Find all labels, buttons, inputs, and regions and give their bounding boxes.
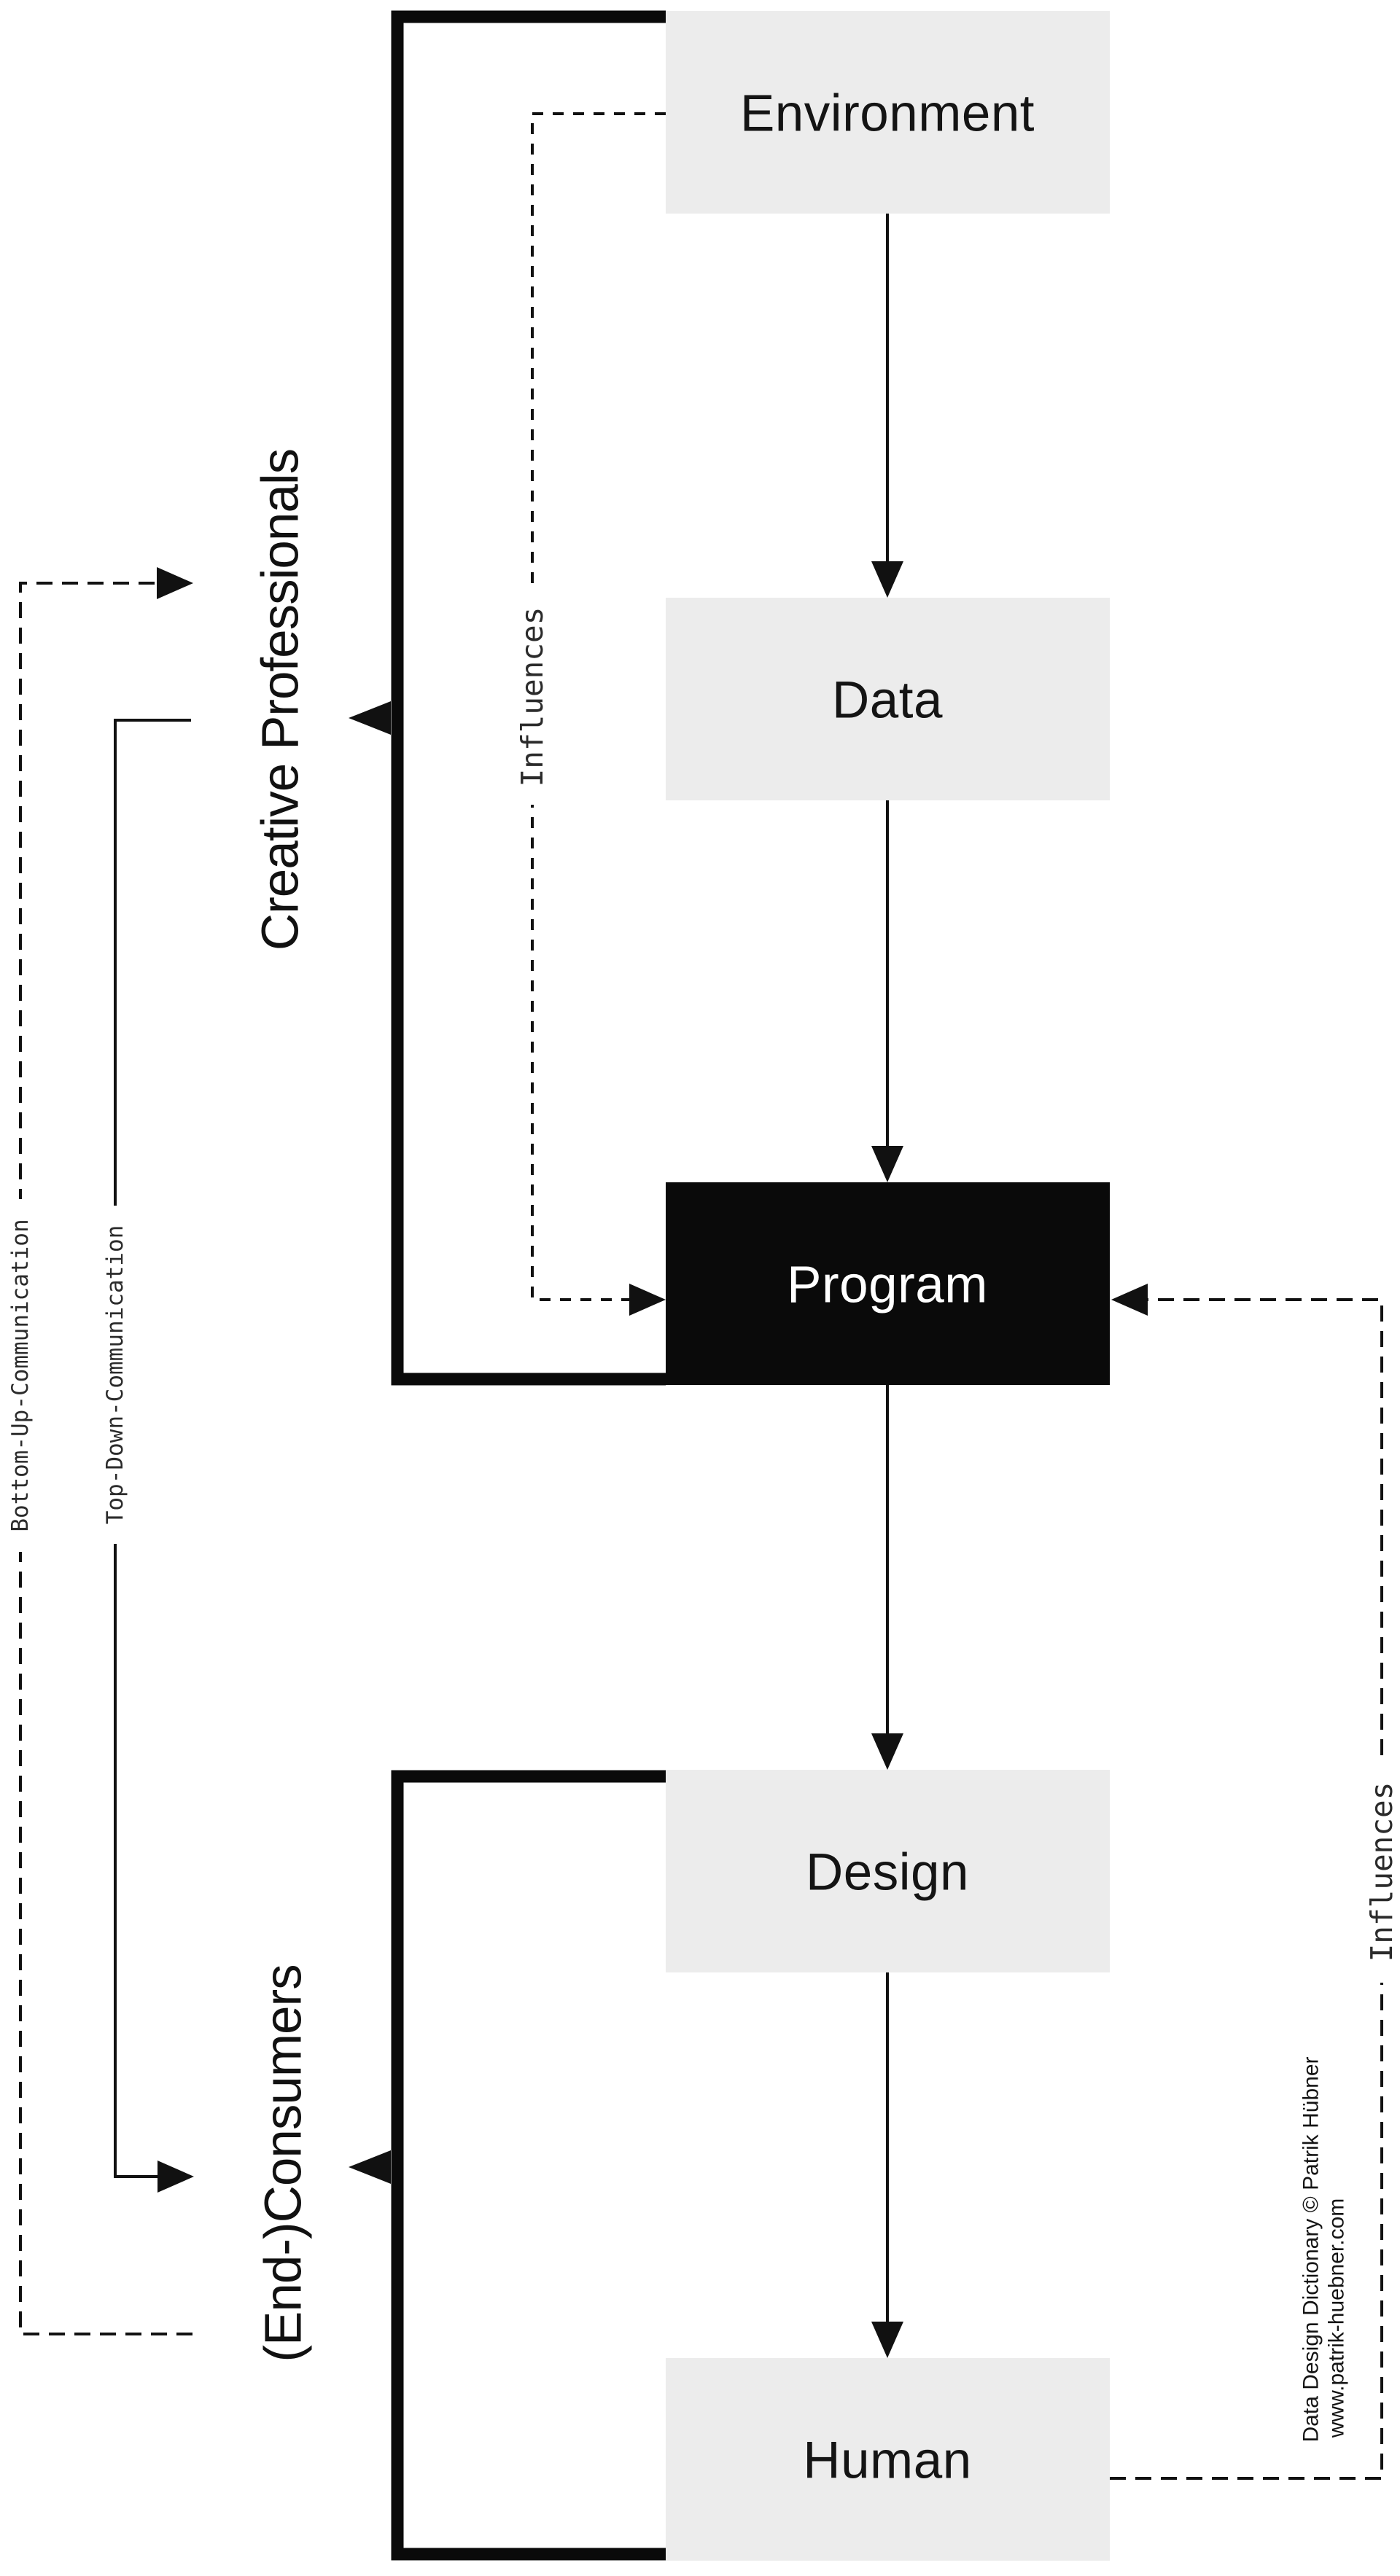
program-label: Program xyxy=(787,1257,988,1314)
bottom-up-communication-label: Bottom-Up-Communication xyxy=(7,1219,34,1531)
environment-label: Environment xyxy=(740,85,1035,143)
data-label: Data xyxy=(832,672,943,730)
bottom-up-label-backdrop xyxy=(1,1199,39,1552)
influences-environment-to-program-edge: Influences xyxy=(513,112,666,1316)
arrowhead-down-icon xyxy=(871,2322,903,2358)
node-human: Human xyxy=(666,2358,1110,2561)
influences-left-label-backdrop xyxy=(513,589,551,805)
flow-arrow-data-to-program xyxy=(871,800,903,1182)
credit-line-2: www.patrik-huebner.com xyxy=(1325,2198,1349,2438)
design-box xyxy=(666,1770,1110,1972)
top-down-communication-edge: Top-Down-Communication xyxy=(96,719,194,2193)
top-down-communication-label: Top-Down-Communication xyxy=(102,1225,128,1525)
creative-professionals-label: Creative Professionals xyxy=(252,449,310,951)
arrowhead-left-icon xyxy=(1111,1284,1148,1316)
human-label: Human xyxy=(803,2432,971,2490)
node-data: Data xyxy=(666,598,1110,800)
flow-arrow-program-to-design xyxy=(871,1385,903,1770)
influences-right-label-backdrop xyxy=(1363,1761,1400,1983)
influences-right-label: Influences xyxy=(1364,1782,1399,1962)
top-down-label-backdrop xyxy=(96,1206,134,1544)
credit-line-1: Data Design Dictionary © Patrik Hübner xyxy=(1299,2056,1323,2442)
arrowhead-right-icon xyxy=(157,567,193,599)
node-program: Program xyxy=(666,1182,1110,1385)
program-box xyxy=(666,1182,1110,1385)
flow-arrow-design-to-human xyxy=(871,1972,903,2358)
node-design: Design xyxy=(666,1770,1110,1972)
consumers-bracket xyxy=(391,1770,666,2561)
bottom-up-communication-edge: Bottom-Up-Communication xyxy=(1,567,193,2335)
creative-professionals-bracket xyxy=(391,10,666,1386)
arrowhead-down-icon xyxy=(871,1146,903,1182)
influences-human-to-program-edge: Influences xyxy=(1110,1284,1400,2480)
arrowhead-down-icon xyxy=(871,561,903,598)
arrowhead-right-icon xyxy=(629,1284,666,1316)
credit: Data Design Dictionary © Patrik Hübner w… xyxy=(1299,2056,1349,2442)
flow-arrow-environment-to-data xyxy=(871,214,903,598)
environment-box xyxy=(666,11,1110,214)
consumers-bracket-arrow-icon xyxy=(349,2150,391,2184)
arrowhead-down-icon xyxy=(871,1733,903,1770)
influences-left-label: Influences xyxy=(515,607,550,787)
end-consumers-label: (End-)Consumers xyxy=(255,1964,313,2362)
arrowhead-right-icon xyxy=(158,2161,194,2193)
human-box xyxy=(666,2358,1110,2561)
creative-professionals-bracket-arrow-icon xyxy=(349,701,391,735)
data-box xyxy=(666,598,1110,800)
design-label: Design xyxy=(806,1844,969,1902)
node-environment: Environment xyxy=(666,11,1110,214)
